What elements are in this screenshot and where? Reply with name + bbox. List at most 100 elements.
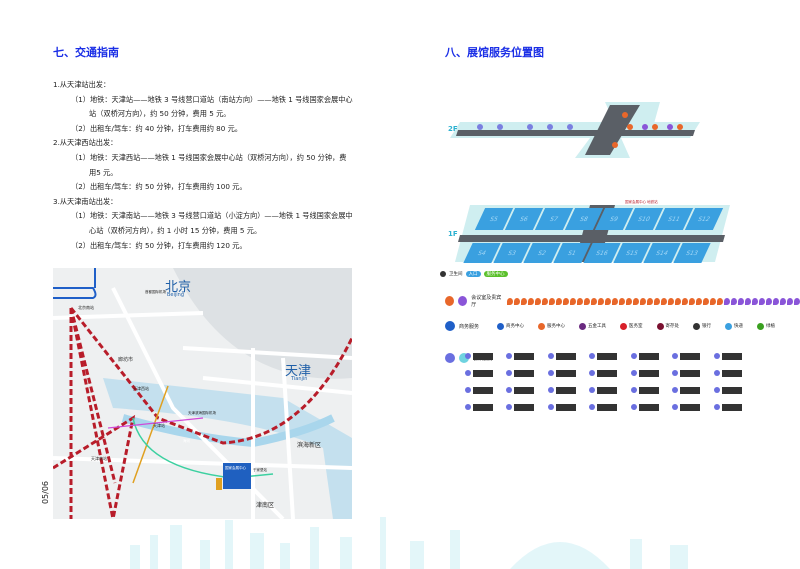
- room-pin-icon: [668, 297, 675, 305]
- room-pin-icon: [626, 297, 633, 305]
- restaurant-logo: [465, 350, 506, 362]
- transport-guide: 1.从天津站出发： （1）地铁：天津站——地铁 3 号线营口道站（南站方向）——…: [53, 78, 363, 253]
- map-label-venue: 国家会展中心: [225, 466, 246, 470]
- route-item: （2）出租车/驾车：约 50 分钟，打车费用约 100 元。: [71, 182, 247, 192]
- skyline-decoration: [130, 517, 688, 569]
- restaurant-brand-mark: [721, 369, 742, 377]
- room-pin-icon: [521, 297, 528, 305]
- restaurant-logo: [713, 350, 755, 362]
- restaurant-logo: [589, 384, 630, 396]
- business-item-label: 绿植: [766, 324, 776, 329]
- restaurant-pin-icon: [589, 387, 596, 393]
- restaurant-logo: [506, 367, 547, 379]
- room-pin-icon: [570, 297, 577, 305]
- restaurant-pin-icon: [465, 370, 471, 376]
- restaurant-pin-icon: [630, 353, 637, 359]
- restaurant-pin-icon: [672, 387, 679, 393]
- restaurant-brand-mark: [721, 352, 742, 360]
- page-number: 05/06: [41, 480, 51, 505]
- room-pin-icon: [514, 297, 521, 305]
- restaurant-pin-icon: [630, 404, 637, 410]
- restaurant-pin-icon: [589, 370, 596, 376]
- route-item-cont: 用5 元。: [89, 167, 118, 177]
- room-pin-icon: [766, 297, 773, 305]
- map-label-yujiapu: 于家堡站: [253, 468, 267, 472]
- restaurant-pin-icon: [713, 387, 720, 393]
- route-item: （1）地铁：天津西站——地铁 1 号线国家会展中心站（双桥河方向），约 50 分…: [71, 152, 347, 162]
- section-heading-transport: 七、交通指南: [53, 46, 119, 59]
- restaurant-logo: [547, 367, 589, 379]
- route-title: 3.从天津南站出发：: [53, 196, 118, 206]
- restaurant-pin-icon: [672, 353, 679, 359]
- restaurant-pin-icon: [547, 387, 554, 393]
- service-pin-icon: [656, 322, 664, 330]
- business-label: 商务服务: [459, 323, 480, 330]
- restaurant-brand-mark: [721, 403, 742, 411]
- dining-icon-2: [459, 353, 469, 363]
- map-label-airport-tj: 天津滨海国际机场: [188, 411, 216, 415]
- room-pin-icon: [794, 297, 800, 305]
- restaurant-brand-mark: [555, 352, 576, 360]
- room-pin-icon: [745, 297, 752, 305]
- map-label-beijing: 北京: [165, 280, 192, 295]
- room-pin-icon: [584, 297, 591, 305]
- map-label-beijing-south: 北京南站: [78, 305, 94, 310]
- restaurant-brand-mark: [473, 403, 493, 411]
- map-label-tianjin-en: Tianjin: [291, 376, 308, 382]
- business-item: 商务中心: [497, 322, 525, 330]
- room-pin-icon: [577, 297, 584, 305]
- restaurant-logo: [465, 367, 506, 379]
- route-item-cont: 心站（双桥河方向），约 1 小时 15 分钟，费用 5 元。: [89, 225, 262, 235]
- restaurant-pin-icon: [506, 370, 513, 376]
- restaurant-brand-mark: [514, 403, 535, 411]
- room-pin-icon: [598, 297, 605, 305]
- route-item: （1）地铁：天津站——地铁 3 号线营口道站（南站方向）——地铁 1 号线国家会…: [71, 94, 353, 104]
- room-pin-icon: [731, 297, 738, 305]
- service-pin-icon: [579, 322, 587, 330]
- business-item-label: 商务中心: [506, 324, 525, 329]
- section-heading-services: 八、展馆服务位置图: [445, 46, 544, 59]
- restaurant-brand-mark: [555, 403, 576, 411]
- restaurant-logo: [713, 367, 755, 379]
- service-pin-icon: [757, 322, 765, 330]
- room-pin-icon: [647, 297, 654, 305]
- meeting-label: 会议室及贵宾厅: [471, 295, 502, 308]
- room-pin-icon: [717, 297, 724, 305]
- restroom-icon: [440, 271, 446, 277]
- restaurant-pin-icon: [465, 404, 471, 410]
- restaurant-logo: [547, 384, 589, 396]
- restaurant-brand-mark: [638, 369, 659, 377]
- restaurant-logo: [547, 401, 589, 413]
- restaurant-logo: [506, 401, 547, 413]
- restaurant-logo: [465, 384, 506, 396]
- room-pin-icon: [661, 297, 668, 305]
- room-pin-icon: [703, 297, 710, 305]
- restaurant-logo: [506, 350, 547, 362]
- restaurant-logo: [672, 350, 713, 362]
- restaurant-brand-mark: [597, 386, 618, 394]
- business-item-label: 服务中心: [547, 324, 566, 329]
- restaurant-logo: [630, 367, 672, 379]
- restaurant-logos: [465, 350, 755, 413]
- restaurant-brand-mark: [514, 352, 535, 360]
- restaurant-logo: [672, 401, 713, 413]
- restaurant-brand-mark: [555, 386, 576, 394]
- room-pin-icon: [738, 297, 745, 305]
- service-pin-icon: [693, 322, 701, 330]
- restaurant-brand-mark: [680, 352, 701, 360]
- restaurant-brand-mark: [680, 369, 701, 377]
- route-title: 1.从天津站出发：: [53, 80, 111, 89]
- room-pin-icon: [787, 297, 794, 305]
- restaurant-brand-mark: [638, 352, 659, 360]
- floor-label-2f: 2F: [448, 125, 458, 133]
- map-label-langfang: 廊坊市: [118, 357, 134, 363]
- map-label-binhai: 滨海新区: [297, 442, 322, 449]
- room-pin-icon: [612, 297, 619, 305]
- restaurant-logo: [589, 367, 630, 379]
- restaurant-brand-mark: [473, 369, 493, 377]
- map-label-tianjin-station: 天津站: [153, 423, 165, 428]
- map-label-airport-bj: 首都国际机场: [145, 290, 166, 294]
- restaurant-brand-mark: [597, 352, 618, 360]
- room-pin-icon: [591, 297, 598, 305]
